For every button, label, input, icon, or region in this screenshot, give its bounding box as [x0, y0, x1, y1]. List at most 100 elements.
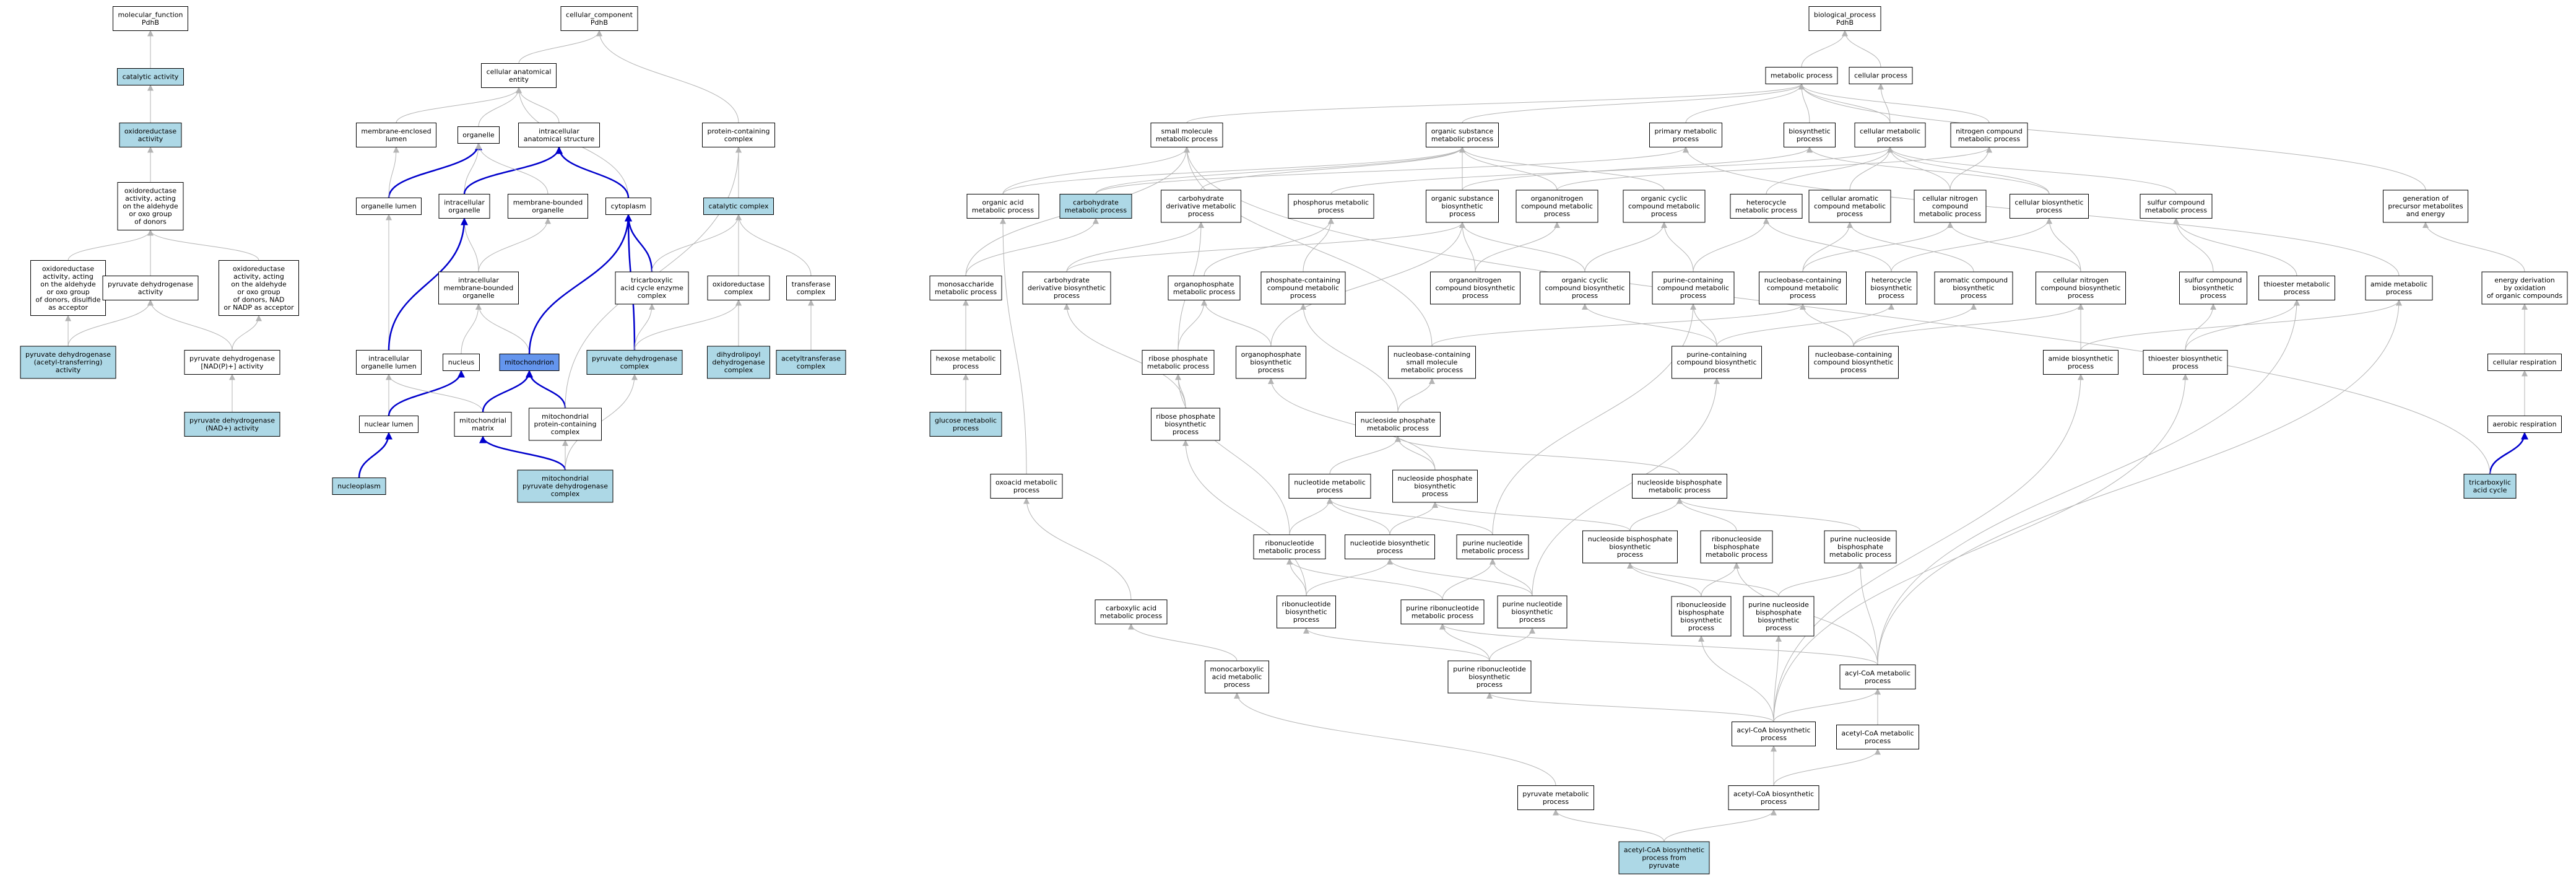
go-term-node[interactable]: catalytic activity — [117, 68, 184, 85]
go-term-node[interactable]: nucleus — [443, 354, 480, 371]
go-term-node[interactable]: cellular process — [1849, 67, 1913, 84]
go-term-node[interactable]: ribonucleosidebisphosphatebiosyntheticpr… — [1671, 596, 1732, 637]
go-term-node[interactable]: catalytic complex — [703, 198, 774, 215]
go-term-node[interactable]: organelle lumen — [356, 198, 422, 215]
go-term-node[interactable]: cellular respiration — [2487, 354, 2562, 371]
go-term-node[interactable]: nucleoside bisphosphatebiosyntheticproce… — [1582, 530, 1678, 564]
go-term-node[interactable]: cytoplasm — [605, 198, 651, 215]
go-term-node[interactable]: pyruvate dehydrogenase(NAD+) activity — [184, 412, 280, 437]
go-term-node[interactable]: nucleoplasm — [332, 478, 386, 495]
go-term-node[interactable]: nuclear lumen — [359, 416, 418, 433]
go-term-node[interactable]: aerobic respiration — [2487, 416, 2562, 433]
go-term-node[interactable]: pyruvate dehydrogenase(acetyl-transferri… — [20, 346, 116, 379]
go-term-node[interactable]: purine nucleosidebisphosphatebiosyntheti… — [1743, 596, 1815, 637]
go-term-node[interactable]: mitochondrion — [499, 354, 560, 371]
go-term-node[interactable]: organelle — [458, 126, 500, 144]
go-term-node[interactable]: pyruvate dehydrogenase[NAD(P)+] activity — [184, 350, 280, 375]
